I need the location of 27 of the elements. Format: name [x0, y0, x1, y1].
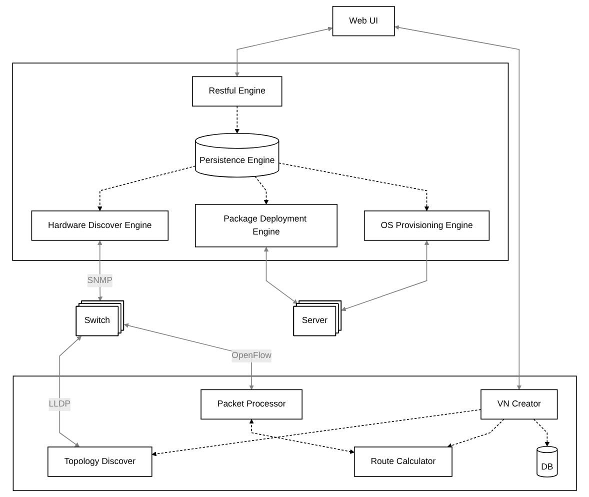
arrow: [394, 25, 522, 390]
edge-label: OpenFlow: [232, 350, 272, 360]
arrow: [264, 246, 298, 304]
arrow: [234, 106, 240, 134]
arrow: [234, 26, 333, 77]
cluster: [12, 376, 577, 492]
node-box: Topology Discover: [48, 446, 152, 477]
node-box: Restful Engine: [192, 76, 282, 107]
edge-label: LLDP: [48, 399, 71, 409]
node-box: VN Creator: [480, 389, 558, 420]
cluster: [12, 62, 509, 261]
node-box: OS Provisioning Engine: [364, 210, 490, 241]
edge-label: SNMP: [87, 276, 113, 286]
arrow: [98, 166, 196, 212]
arrow: [341, 240, 430, 312]
arrow: [249, 419, 355, 454]
arrow: [278, 162, 430, 212]
node-box: Hardware Discover Engine: [31, 210, 169, 241]
arrow: [447, 418, 504, 448]
arrow: [152, 409, 482, 456]
node-box: Package Deployment Engine: [194, 204, 338, 248]
arrow: [59, 336, 82, 448]
node-box: Web UI: [332, 6, 395, 36]
arrow: [254, 176, 269, 205]
node-box: Packet Processor: [200, 389, 302, 420]
node-box: Route Calculator: [354, 446, 452, 477]
arrow: [533, 418, 550, 447]
